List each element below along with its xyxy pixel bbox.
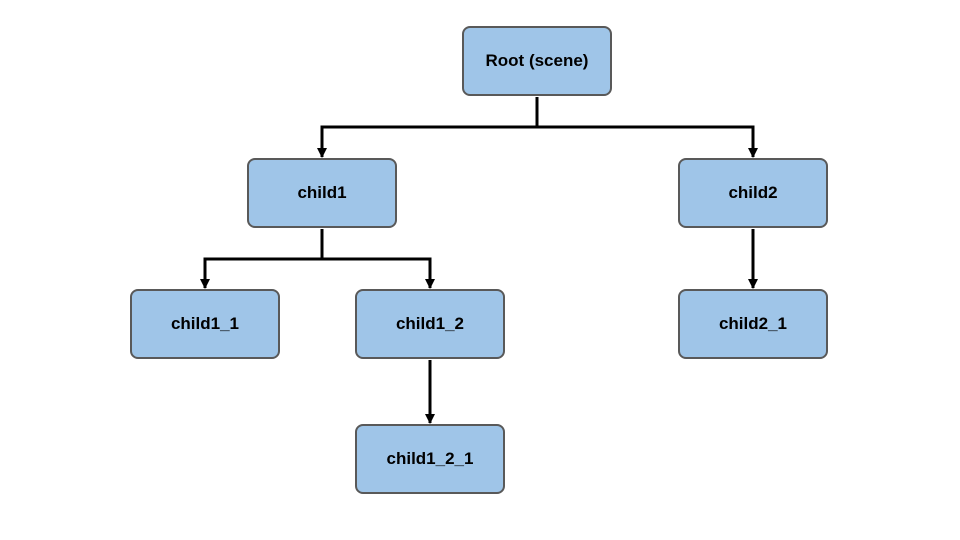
edge-root-child1 — [317, 97, 539, 158]
edge-child1-child1_2 — [322, 257, 435, 289]
node-child1: child1 — [247, 158, 397, 228]
edge-child1-child1_1 — [200, 229, 324, 289]
node-root: Root (scene) — [462, 26, 612, 96]
node-child2: child2 — [678, 158, 828, 228]
node-child1_2_1: child1_2_1 — [355, 424, 505, 494]
edge-root-child2 — [537, 125, 758, 158]
node-child2_1: child2_1 — [678, 289, 828, 359]
node-child1_2: child1_2 — [355, 289, 505, 359]
node-child1_1: child1_1 — [130, 289, 280, 359]
